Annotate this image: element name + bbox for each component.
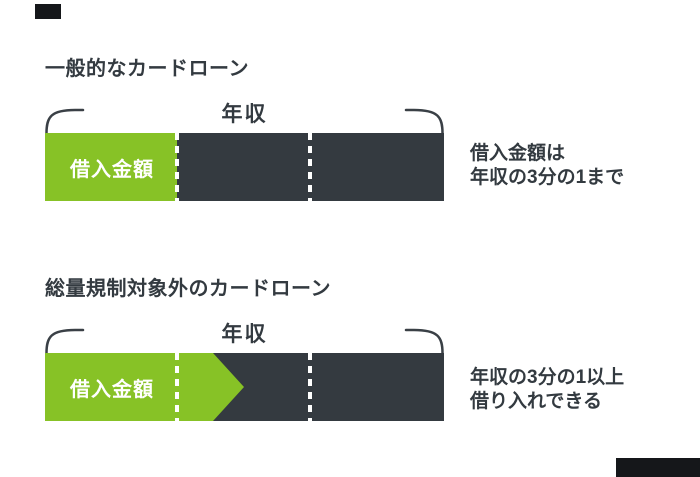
top-left-block	[35, 4, 61, 19]
range-bracket	[45, 108, 444, 134]
annotation-line: 借入金額は	[470, 143, 566, 164]
income-label: 年収	[221, 323, 268, 346]
annotation-line: 年収の3分の1以上	[470, 367, 625, 388]
bottom-right-block	[616, 458, 700, 477]
income-label: 年収	[221, 103, 268, 126]
annotation-line: 借り入れできる	[470, 391, 603, 412]
two-thirds-divider-line	[308, 353, 312, 421]
one-third-divider-line	[175, 133, 179, 201]
annotation-line: 年収の3分の1まで	[470, 167, 625, 188]
two-thirds-divider-line	[308, 133, 312, 201]
loan-amount-segment	[45, 133, 177, 201]
loan-amount-label: 借入金額	[70, 378, 154, 401]
annotation: 借入金額は 年収の3分の1まで	[470, 142, 624, 190]
section-title: 総量規制対象外のカードローン	[45, 278, 331, 300]
section-title: 一般的なカードローン	[45, 58, 249, 80]
loan-amount-label: 借入金額	[70, 158, 154, 181]
one-third-divider-line	[175, 353, 179, 421]
income-bar: 借入金額	[45, 353, 444, 421]
annotation: 年収の3分の1以上 借り入れできる	[470, 366, 624, 414]
loan-amount-arrow-segment	[45, 353, 244, 421]
range-bracket	[45, 328, 444, 354]
income-bar: 借入金額	[45, 133, 444, 201]
